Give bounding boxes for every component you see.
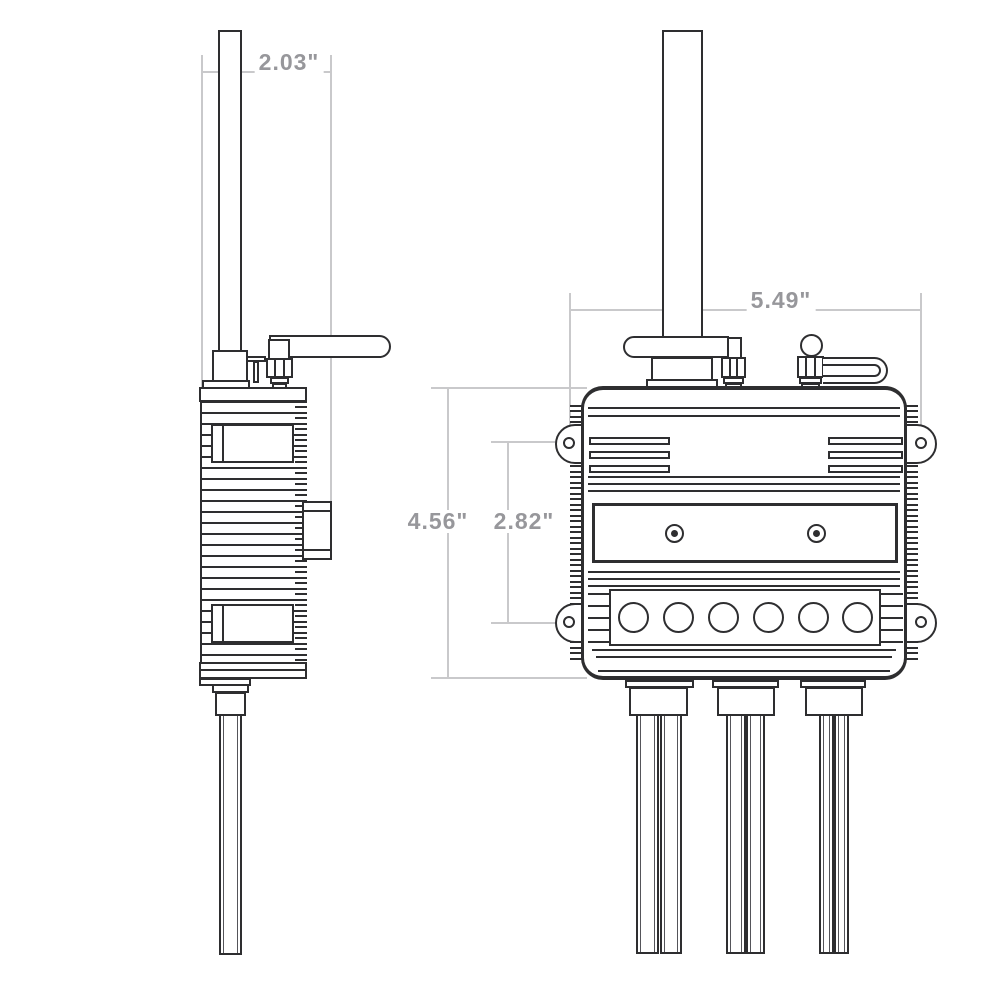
gland-body-1 [629, 687, 688, 716]
mount-hole-bottom-left [563, 616, 575, 628]
side-fin-tips [295, 401, 307, 663]
side-bracket-stem [253, 361, 259, 383]
connector-port-6 [842, 602, 873, 633]
label-panel [592, 503, 898, 563]
body-line [588, 415, 900, 417]
vent-slot [828, 451, 903, 459]
side-connector-boss [302, 501, 332, 560]
dim-height-tick-top [431, 387, 587, 389]
side-grooves-left [588, 593, 612, 643]
front-fin-tips-left [570, 405, 583, 660]
front-cable-3b [834, 714, 849, 954]
dim-label-hole-spacing: 2.82" [489, 510, 559, 533]
dim-side-depth-ext-left [201, 55, 203, 388]
dim-width-ext-right [920, 293, 922, 425]
cable-core [730, 716, 742, 952]
cable-core [640, 716, 655, 952]
body-line [592, 649, 896, 651]
front-cap-tether [823, 357, 888, 384]
body-line [596, 656, 892, 658]
front-cable-3a [819, 714, 834, 954]
side-cable [219, 714, 242, 955]
mount-hole-top-right [915, 437, 927, 449]
vent-slot [828, 437, 903, 445]
dim-label-side-depth: 2.03" [254, 51, 324, 74]
front-folded-antenna [623, 336, 729, 358]
side-vent-recess-top [211, 424, 294, 463]
dim-label-height: 4.56" [403, 510, 473, 533]
body-line [588, 407, 900, 409]
connector-port-1 [618, 602, 649, 633]
front-fin-tips-right [905, 405, 918, 660]
side-sma-connector [266, 358, 293, 378]
front-cable-1b [660, 714, 682, 954]
front-cable-2b [746, 714, 765, 954]
mount-hole-bottom-right [915, 616, 927, 628]
panel-screw-left-center [671, 530, 678, 537]
side-top-plate [199, 387, 307, 402]
side-bottom-plate [199, 662, 307, 679]
side-antenna-mast [218, 30, 242, 352]
cable-core [750, 716, 761, 952]
dim-width-ext-left [569, 293, 571, 425]
connector-recess [609, 589, 881, 646]
side-antenna-base [212, 350, 248, 382]
front-sma-connector [721, 357, 746, 378]
connector-port-4 [753, 602, 784, 633]
body-line [588, 490, 900, 492]
side-grooves-right [879, 593, 903, 643]
front-antenna-stem [727, 337, 742, 359]
dim-side-depth-ext-right [330, 55, 332, 504]
vent-slot [589, 465, 670, 473]
side-antenna-elbow [268, 339, 290, 360]
body-line [588, 585, 900, 587]
panel-screw-right-center [813, 530, 820, 537]
front-cable-2a [726, 714, 746, 954]
cable-core [823, 716, 830, 952]
body-line [588, 571, 900, 573]
side-cable-core [223, 716, 238, 953]
dim-holes-tick-top [491, 441, 564, 443]
front-antenna-mast [662, 30, 703, 360]
mount-hole-top-left [563, 437, 575, 449]
cable-core [664, 716, 678, 952]
vent-slot [828, 465, 903, 473]
front-cap-tether-inner [823, 364, 881, 377]
body-line [588, 483, 900, 485]
connector-port-2 [663, 602, 694, 633]
cable-core [838, 716, 845, 952]
body-line [588, 476, 900, 478]
front-knob-connector [797, 356, 824, 378]
vent-slot [589, 437, 670, 445]
body-line [598, 670, 890, 672]
side-cable-gland-body [215, 692, 246, 716]
vent-slot [589, 451, 670, 459]
dim-width-line [569, 309, 922, 311]
dim-label-width: 5.49" [746, 289, 816, 312]
body-line [588, 578, 900, 580]
side-vent-recess-bottom [211, 604, 294, 643]
front-knob [800, 334, 823, 357]
front-cable-1a [636, 714, 659, 954]
dim-height-tick-bottom [431, 677, 587, 679]
connector-port-3 [708, 602, 739, 633]
dim-height-line [447, 388, 449, 678]
dim-holes-tick-bottom [491, 622, 564, 624]
connector-port-5 [798, 602, 829, 633]
gland-body-2 [717, 687, 775, 716]
gland-body-3 [805, 687, 863, 716]
